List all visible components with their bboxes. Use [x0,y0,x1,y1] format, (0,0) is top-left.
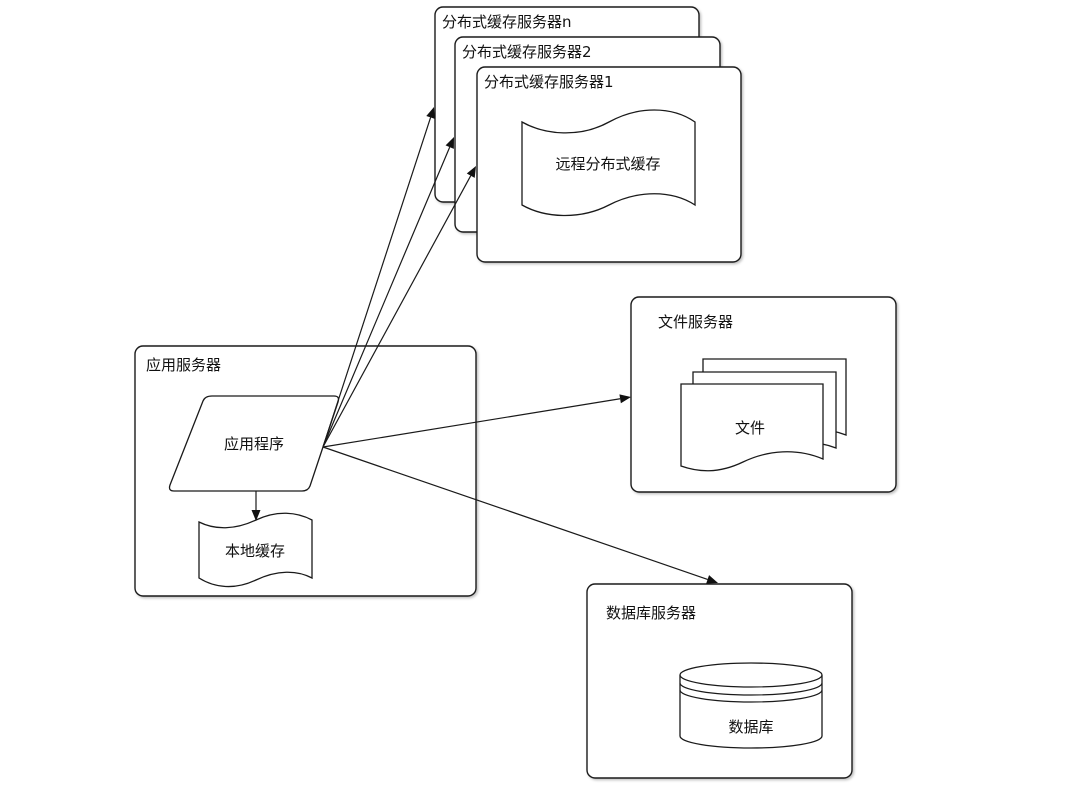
app-server[interactable]: 应用服务器 应用程序 本地缓存 [134,345,477,597]
arrowhead-icon [445,137,454,149]
db-server-title: 数据库服务器 [606,604,696,622]
remote-cache-node[interactable]: 远程分布式缓存 [521,109,696,217]
cache-server-1[interactable]: 分布式缓存服务器1 远程分布式缓存 [476,66,742,263]
database-ring-3 [679,689,823,703]
edge-line-4 [322,398,621,448]
edge-line-3 [322,175,472,448]
local-cache-node[interactable]: 本地缓存 [198,512,313,588]
database-label: 数据库 [728,718,773,736]
app-label: 应用程序 [224,435,284,453]
edge-line-5 [322,446,708,580]
arrowhead-icon [251,510,261,521]
cache-server-2-title: 分布式缓存服务器2 [462,43,592,61]
arrowhead-icon [706,575,718,584]
file-node[interactable]: 文件 [680,358,847,472]
app-server-title: 应用服务器 [146,356,221,374]
database-cylinder [679,662,823,749]
remote-cache-shape [521,109,696,217]
remote-cache-label: 远程分布式缓存 [555,155,660,173]
cache-server-1-title: 分布式缓存服务器1 [484,73,614,91]
file-page-front [680,383,824,472]
file-server[interactable]: 文件服务器 文件 [630,296,897,493]
database-ring-2 [679,682,823,696]
file-label: 文件 [735,419,765,437]
cache-server-n-title: 分布式缓存服务器n [442,13,572,31]
local-cache-label: 本地缓存 [225,542,285,560]
edge-line-2 [322,146,451,448]
edges [251,107,718,584]
local-cache-shape [198,512,313,588]
arrowhead-icon [426,107,435,119]
edge-line-1 [322,117,432,448]
arrowhead-icon [466,166,476,178]
database-node[interactable]: 数据库 [679,662,823,749]
file-server-title: 文件服务器 [658,313,733,331]
db-server[interactable]: 数据库服务器 数据库 [586,583,853,779]
arrowhead-icon [619,394,631,404]
database-ring-1 [679,674,823,688]
